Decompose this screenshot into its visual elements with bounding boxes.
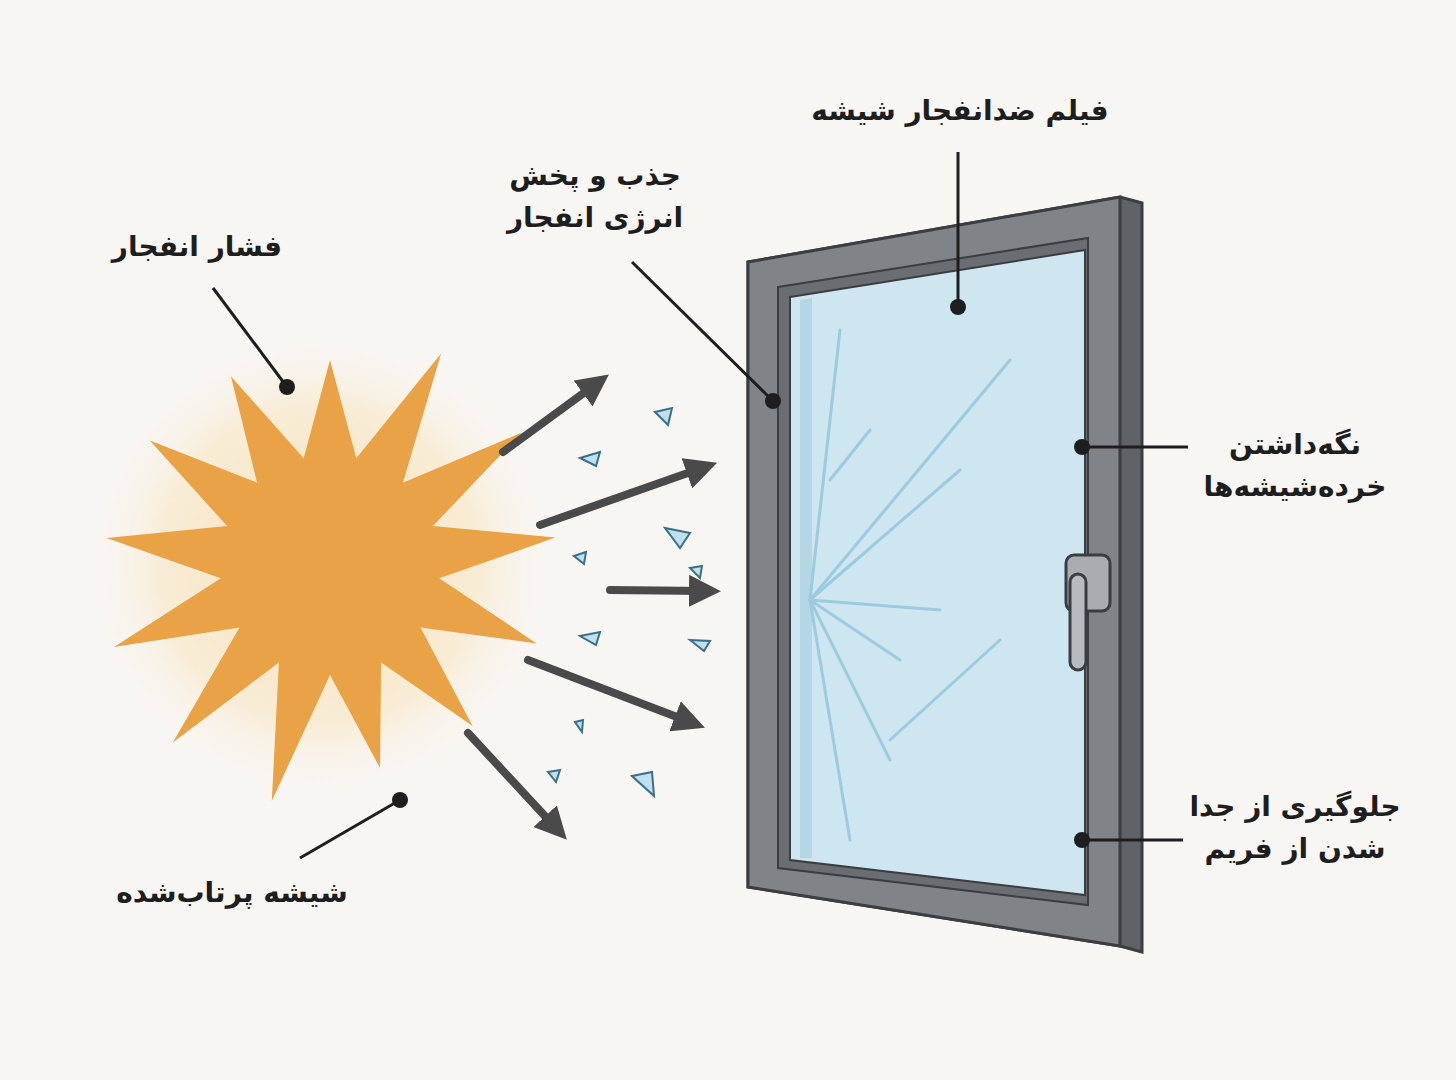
film-label: فیلم ضدانفجار شیشه	[790, 90, 1130, 132]
explosion-star	[107, 353, 556, 801]
window	[748, 197, 1142, 952]
pressure-label: فشار انفجار	[97, 226, 297, 268]
absorb-label: جذب و پخش انرژی انفجار	[490, 155, 700, 239]
hold-label: نگه‌داشتن خرده‌شیشه‌ها	[1190, 424, 1400, 508]
frame-label: جلوگیری از جدا شدن از فریم	[1180, 786, 1410, 870]
blast-arrows	[468, 384, 705, 828]
shard-label: شیشه پرتاب‌شده	[102, 872, 362, 914]
leader-lines	[213, 152, 1188, 858]
